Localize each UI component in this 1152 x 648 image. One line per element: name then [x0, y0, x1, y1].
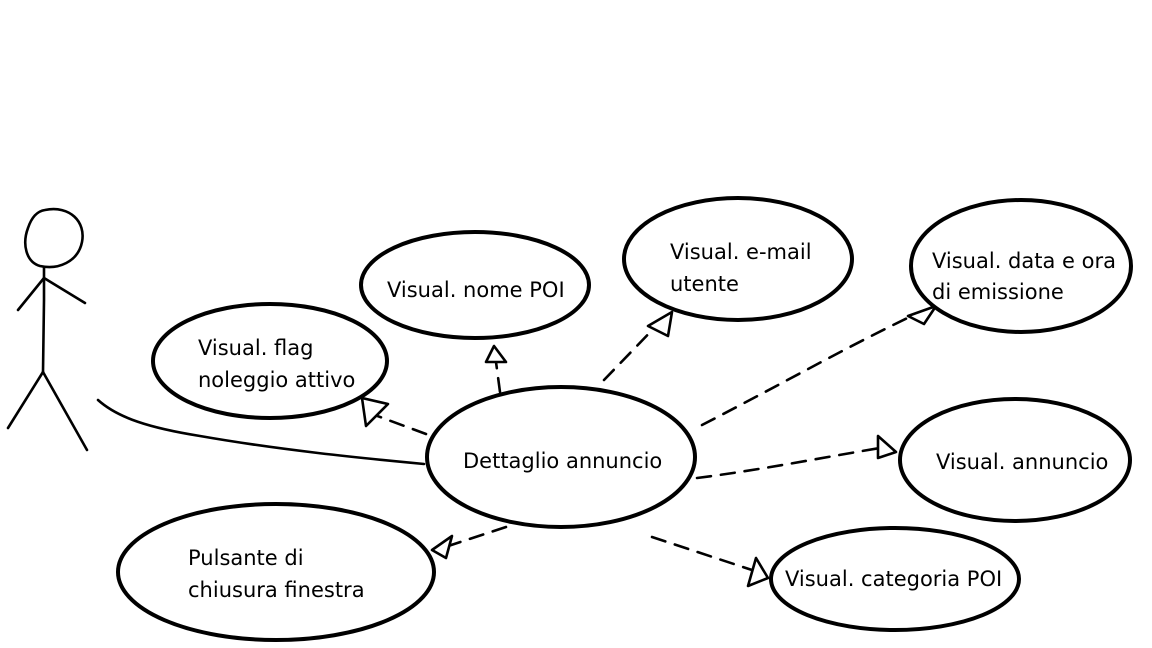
- use-case-email: Visual. e-mail utente: [622, 196, 854, 322]
- actor-body: [41, 266, 46, 374]
- use-case-main-label: Dettaglio annuncio: [463, 449, 662, 473]
- arrowhead-annuncio: [876, 434, 898, 460]
- use-case-data-ora: Visual. data e ora di emissione: [909, 198, 1133, 334]
- dep-line-flag: [370, 412, 428, 436]
- arrowhead-chiusura: [430, 534, 454, 560]
- use-case-nome-poi-line1: Visual. nome POI: [387, 278, 565, 302]
- use-case-main: Dettaglio annuncio: [425, 385, 697, 529]
- use-case-data-ora-line1: Visual. data e ora: [932, 249, 1116, 273]
- actor-right-leg: [41, 370, 89, 452]
- actor-arms: [16, 276, 87, 312]
- dep-line-email: [602, 320, 662, 382]
- actor-left-leg: [6, 370, 45, 430]
- dep-line-nome-poi: [494, 360, 502, 394]
- dependency-lines: [370, 310, 922, 572]
- arrowhead-categoria: [746, 556, 770, 588]
- use-case-categoria: Visual. categoria POI: [769, 526, 1021, 632]
- use-case-chiusura-line2: chiusura finestra: [188, 578, 365, 602]
- dep-line-annuncio: [695, 446, 882, 480]
- use-case-email-line2: utente: [670, 272, 739, 296]
- use-case-email-line1: Visual. e-mail: [670, 240, 812, 264]
- use-case-categoria-line1: Visual. categoria POI: [785, 567, 1002, 591]
- use-case-annuncio: Visual. annuncio: [898, 397, 1132, 523]
- arrowhead-email: [646, 310, 674, 338]
- use-case-flag: Visual. flag noleggio attivo: [151, 302, 389, 420]
- dep-line-categoria: [650, 535, 754, 572]
- use-case-flag-line1: Visual. flag: [198, 336, 313, 360]
- use-case-annuncio-line1: Visual. annuncio: [936, 450, 1108, 474]
- association-line: [96, 398, 426, 466]
- arrowheads: [360, 304, 938, 588]
- arrowhead-nome-poi: [484, 344, 508, 364]
- use-case-flag-line2: noleggio attivo: [198, 368, 355, 392]
- use-case-nome-poi: Visual. nome POI: [359, 230, 591, 340]
- use-case-chiusura: Pulsante di chiusura finestra: [116, 502, 436, 642]
- arrowhead-flag: [360, 396, 390, 428]
- dep-line-data-ora: [700, 310, 922, 427]
- use-case-chiusura-line1: Pulsante di: [188, 546, 304, 570]
- actor-head: [24, 207, 84, 269]
- arrowhead-data-ora: [906, 304, 938, 326]
- use-case-data-ora-line2: di emissione: [932, 280, 1064, 304]
- actor-stick-figure: [6, 207, 89, 452]
- dep-line-chiusura: [440, 525, 508, 550]
